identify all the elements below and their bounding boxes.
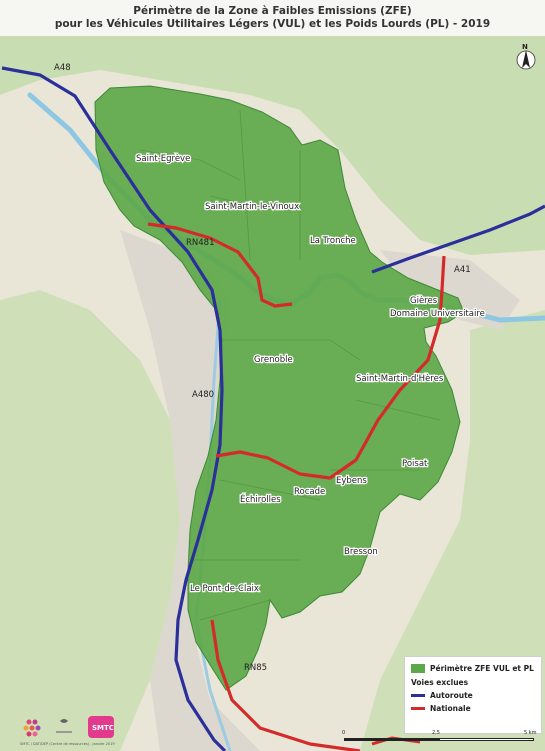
road-label-rn85: RN85 (244, 663, 267, 673)
urban-area-east (380, 250, 520, 330)
legend-autoroute-row: Autoroute (411, 690, 473, 701)
place-saint-martin-le-vinoux: Saint-Martin-le-Vinoux (205, 202, 299, 212)
forest-area-west (0, 290, 180, 751)
scale-tick-end: 5 km (524, 730, 537, 736)
legend-autoroute-swatch (411, 694, 425, 697)
legend-nationale-label: Nationale (430, 704, 471, 713)
legend-nationale-swatch (411, 707, 425, 710)
forest-area-east (360, 310, 545, 751)
place-saint-martin-dheres: Saint-Martin-d'Hères (356, 373, 444, 384)
forest-area-north (0, 36, 545, 255)
legend-nationale-row: Nationale (411, 703, 471, 714)
road-label-a480: A480 (192, 390, 214, 400)
scale-bar-segment (439, 738, 534, 741)
smtc-logo-text: SMTC (92, 724, 114, 732)
metropole-mark-icon (56, 719, 72, 733)
legend-zone-row: Périmètre ZFE VUL et PL (411, 663, 534, 674)
urban-area (120, 230, 260, 751)
place-eybens: Eybens (336, 476, 367, 486)
legend-autoroute-label: Autoroute (430, 691, 473, 700)
map-subtitle: pour les Véhicules Utilitaires Légers (V… (54, 18, 491, 30)
nationale-rocade[interactable] (215, 255, 446, 480)
legend-zone-label: Périmètre ZFE VUL et PL (430, 664, 534, 673)
legend-zone-swatch (411, 664, 425, 673)
nationale-rn481[interactable] (147, 222, 293, 308)
legend-excluded-title: Voies exclues (411, 677, 468, 688)
smtc-logo: SMTC (88, 716, 114, 738)
place-la-tronche: La Tronche (310, 236, 356, 246)
place-grenoble: Grenoble (254, 355, 293, 365)
road-label-rn481: RN481 (186, 238, 215, 248)
place-domaine-universitaire: Domaine Universitaire (390, 309, 485, 319)
place-bresson: Bresson (344, 547, 378, 557)
map-canvas[interactable]: Saint-Egrève Saint-Martin-le-Vinoux La T… (0, 36, 545, 751)
legend-excluded-text: Voies exclues (411, 678, 469, 687)
road-label-a48: A48 (54, 63, 71, 73)
map-title: Périmètre de la Zone à Faibles Emissions… (133, 5, 412, 17)
place-gieres: Gières (410, 295, 438, 306)
place-saint-egreve: Saint-Egrève (136, 153, 190, 164)
north-arrow-icon: N (516, 43, 536, 70)
map-header: Périmètre de la Zone à Faibles Emissions… (0, 0, 545, 36)
road-label-rocade: Rocade (294, 487, 325, 497)
autoroute-a41[interactable] (371, 204, 545, 274)
grenoble-alpes-metropole-logo (23, 719, 41, 737)
footer-logos: SMTC (23, 716, 114, 738)
commune-boundaries (139, 109, 441, 621)
scale-bar: 0 2,5 5 km (340, 728, 540, 750)
scale-tick-mid: 2,5 (432, 730, 440, 736)
north-letter: N (522, 43, 528, 51)
place-le-pont-de-claix: Le Pont-de-Claix (190, 584, 259, 594)
autoroute-a48-a480[interactable] (1, 66, 227, 751)
place-echirolles: Échirolles (240, 493, 281, 505)
map-credits: SMTC / DAT/DEP (Centre de ressources) - … (20, 742, 115, 746)
road-label-a41: A41 (454, 265, 471, 275)
place-poisat: Poisat (402, 459, 428, 469)
map-legend: Périmètre ZFE VUL et PL Voies exclues Au… (404, 656, 542, 734)
nationale-rn85[interactable] (210, 619, 361, 751)
scale-tick-0: 0 (342, 730, 346, 736)
